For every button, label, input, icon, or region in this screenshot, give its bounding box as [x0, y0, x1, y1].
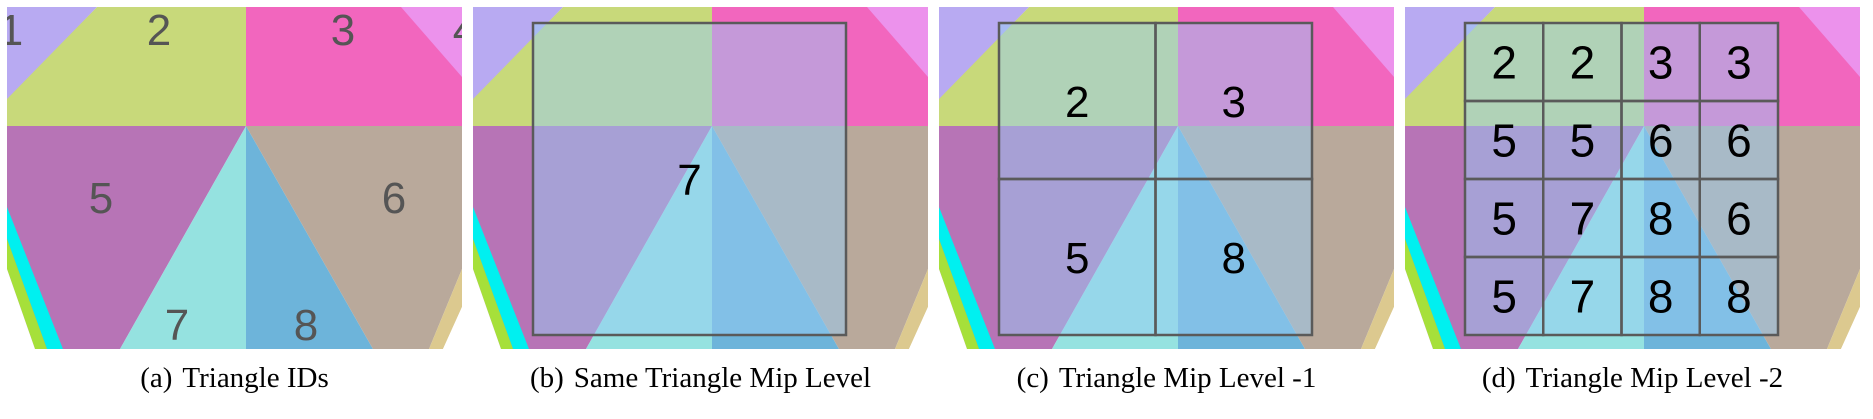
- triangle-id-label: 1: [7, 7, 23, 55]
- caption-tag: (d): [1481, 362, 1516, 394]
- caption-text: Same Triangle Mip Level: [573, 362, 872, 394]
- edge-tan: [429, 269, 462, 349]
- cell-triangle-id: 6: [1726, 193, 1752, 245]
- edge-tan: [1361, 269, 1394, 349]
- edge-cyan: [7, 207, 63, 349]
- caption-tag: (b): [529, 362, 564, 394]
- edge-green: [939, 239, 979, 349]
- tri-7: [120, 126, 246, 349]
- caption-text: Triangle IDs: [182, 362, 329, 394]
- cell-triangle-id: 2: [1491, 37, 1517, 89]
- caption-tag: (a): [140, 362, 173, 394]
- caption-d: (d) Triangle Mip Level -2: [1405, 362, 1860, 395]
- triangle-id-label: 5: [89, 174, 113, 223]
- mip-overlay: [533, 23, 846, 335]
- edge-tan: [895, 269, 928, 349]
- cell-triangle-id: 7: [1570, 193, 1596, 245]
- triangle-id-label: 2: [147, 7, 171, 55]
- cell-triangle-id: 8: [1648, 193, 1674, 245]
- edge-green: [7, 239, 47, 349]
- caption-text: Triangle Mip Level -1: [1058, 362, 1317, 394]
- scene: 1 2 3 4 5 6 7 8: [7, 7, 462, 349]
- panel-a-triangle-ids: 1 2 3 4 5 6 7 8: [7, 7, 462, 349]
- grid-cell: [1154, 177, 1314, 337]
- edge-green: [1405, 239, 1445, 349]
- cell-triangle-id: 8: [1222, 234, 1246, 283]
- cell-triangle-id: 2: [1570, 37, 1596, 89]
- tri-3: [246, 7, 462, 126]
- scene: 7: [473, 7, 928, 349]
- caption-text: Triangle Mip Level -2: [1525, 362, 1784, 394]
- tri-4: [1799, 7, 1860, 77]
- outside-corner-left: [939, 269, 967, 349]
- caption-c: (c) Triangle Mip Level -1: [939, 362, 1394, 395]
- cell-triangle-id: 3: [1222, 78, 1246, 127]
- outside-corner-right: [1375, 307, 1394, 349]
- caption-b: (b) Same Triangle Mip Level: [473, 362, 928, 395]
- scene: 2 3 5 8: [939, 7, 1394, 349]
- edge-green: [473, 239, 513, 349]
- tri-4: [1333, 7, 1394, 77]
- cell-triangle-id: 8: [1648, 271, 1674, 323]
- cell-triangle-id: 7: [1570, 271, 1596, 323]
- triangle-id-label: 6: [382, 174, 406, 223]
- outside-corner-left: [473, 269, 501, 349]
- edge-cyan: [939, 207, 995, 349]
- cell-triangle-id: 8: [1726, 271, 1752, 323]
- tri-1: [7, 7, 97, 99]
- tri-4: [401, 7, 462, 77]
- cell-triangle-id: 3: [1648, 37, 1674, 89]
- panel-b-same-mip-level: 7: [473, 7, 928, 349]
- outside-corner-right: [443, 307, 462, 349]
- triangle-id-label: 3: [331, 7, 355, 55]
- cell-triangle-id: 5: [1491, 271, 1517, 323]
- caption-a: (a) Triangle IDs: [7, 362, 462, 395]
- triangle-id-label: 4: [453, 7, 462, 55]
- tri-2: [7, 7, 246, 126]
- tri-6: [246, 126, 462, 349]
- cell-triangle-id: 5: [1491, 115, 1517, 167]
- outside-corner-right: [1841, 307, 1860, 349]
- panel-c-mip-level-minus-1: 2 3 5 8: [939, 7, 1394, 349]
- outside-corner-left: [1405, 269, 1433, 349]
- tri-5: [7, 126, 246, 349]
- tri-4: [867, 7, 928, 77]
- cell-triangle-id: 5: [1570, 115, 1596, 167]
- triangle-id-label: 8: [294, 301, 318, 349]
- cell-triangle-id: 7: [677, 156, 701, 205]
- cell-triangle-id: 2: [1065, 78, 1089, 127]
- cell-triangle-id: 5: [1491, 193, 1517, 245]
- triangle-id-label: 7: [165, 301, 189, 349]
- outside-corner-right: [909, 307, 928, 349]
- grid-cell: [1698, 255, 1780, 337]
- cell-triangle-id: 5: [1065, 234, 1089, 283]
- grid-cell: [531, 21, 848, 337]
- edge-cyan: [1405, 207, 1461, 349]
- cell-triangle-id: 3: [1726, 37, 1752, 89]
- cell-triangle-id: 6: [1648, 115, 1674, 167]
- cell-triangle-id: 6: [1726, 115, 1752, 167]
- outside-corner-left: [7, 269, 35, 349]
- edge-cyan: [473, 207, 529, 349]
- edge-tan: [1827, 269, 1860, 349]
- caption-tag: (c): [1016, 362, 1049, 394]
